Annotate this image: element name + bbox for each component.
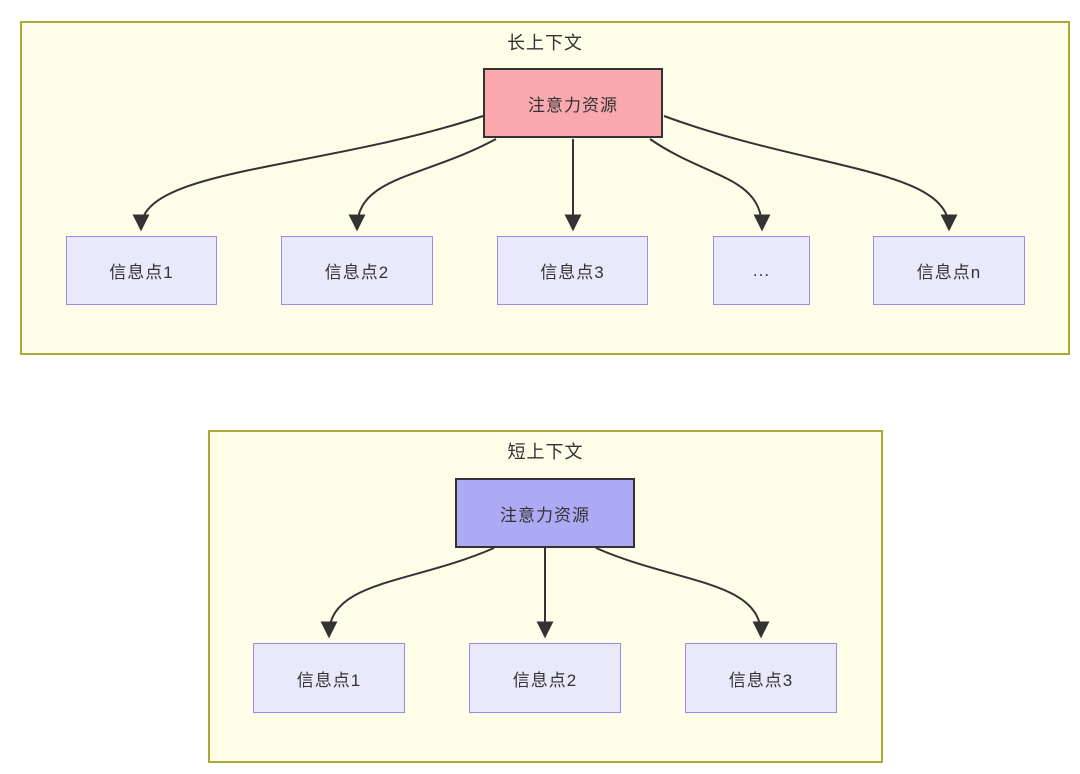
attention-resource-box-long: 注意力资源 (483, 68, 663, 138)
info-point-label: 信息点2 (512, 670, 578, 690)
info-point-long-n: 信息点n (873, 236, 1025, 305)
info-point-label: 信息点3 (540, 263, 605, 282)
info-point-label: 信息点2 (324, 263, 390, 282)
info-point-long-ellipsis: ... (713, 236, 810, 305)
attention-resource-box-short: 注意力资源 (455, 478, 635, 548)
info-point-label: 信息点1 (109, 263, 174, 282)
short-context-title: 短上下文 (507, 442, 584, 462)
info-point-short-1: 信息点1 (253, 643, 405, 713)
info-point-label: 信息点n (916, 263, 982, 282)
info-point-label: 信息点3 (728, 670, 794, 690)
attention-resource-label: 注意力资源 (528, 95, 618, 115)
info-point-label: ... (752, 260, 771, 280)
info-point-long-2: 信息点2 (281, 236, 433, 305)
long-context-title: 长上下文 (507, 33, 583, 53)
info-point-long-3: 信息点3 (497, 236, 648, 305)
info-point-long-1: 信息点1 (66, 236, 217, 305)
info-point-short-2: 信息点2 (469, 643, 621, 713)
info-point-label: 信息点1 (296, 670, 362, 690)
info-point-short-3: 信息点3 (685, 643, 837, 713)
attention-resource-label: 注意力资源 (500, 505, 590, 525)
